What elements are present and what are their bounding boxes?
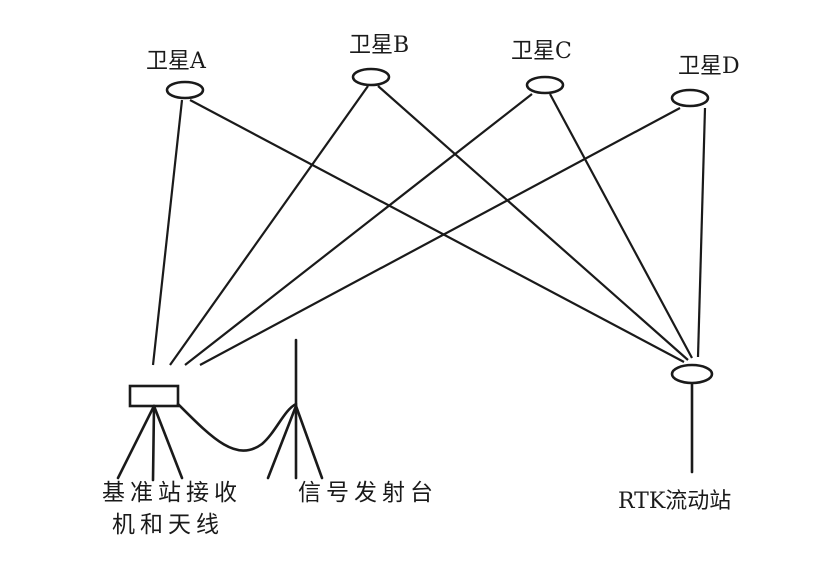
tripod-leg-right	[152, 404, 184, 480]
signal-line-b-rover	[377, 85, 689, 361]
rover	[670, 363, 714, 474]
signal-line-b-base	[169, 85, 369, 366]
rover-antenna	[670, 363, 714, 385]
satellite-b-label: 卫星B	[349, 33, 409, 58]
signal-tower-label: 信号发射台	[298, 480, 438, 506]
tripod-leg-left	[116, 404, 156, 480]
signal-tower	[266, 338, 324, 480]
satellite-d	[670, 88, 710, 108]
base-station	[116, 384, 184, 482]
satellite-b	[351, 67, 391, 87]
cable	[176, 402, 298, 452]
base-signal-lines	[151, 85, 681, 366]
signal-line-c-rover	[549, 93, 693, 359]
satellite-d-label: 卫星D	[678, 54, 740, 79]
satellite-a-label: 卫星A	[146, 49, 207, 74]
signal-line-d-rover	[696, 107, 707, 358]
satellite-a	[165, 80, 205, 100]
tower-leg-right	[294, 404, 324, 480]
satellite-c	[525, 75, 565, 95]
tripod-leg-center	[151, 404, 156, 482]
base-station-label-line2: 机和天线	[112, 512, 224, 538]
base-station-label-line1: 基准站接收	[102, 480, 242, 506]
satellite-c-label: 卫星C	[511, 39, 572, 64]
signal-line-d-base	[199, 107, 681, 366]
signal-line-a-base	[151, 99, 184, 366]
rover-label: RTK流动站	[618, 489, 731, 514]
tower-leg-left	[266, 404, 298, 480]
signal-line-a-rover	[189, 99, 685, 363]
base-receiver-box	[128, 384, 180, 408]
signal-line-c-base	[184, 93, 533, 366]
rover-signal-lines	[189, 85, 707, 363]
